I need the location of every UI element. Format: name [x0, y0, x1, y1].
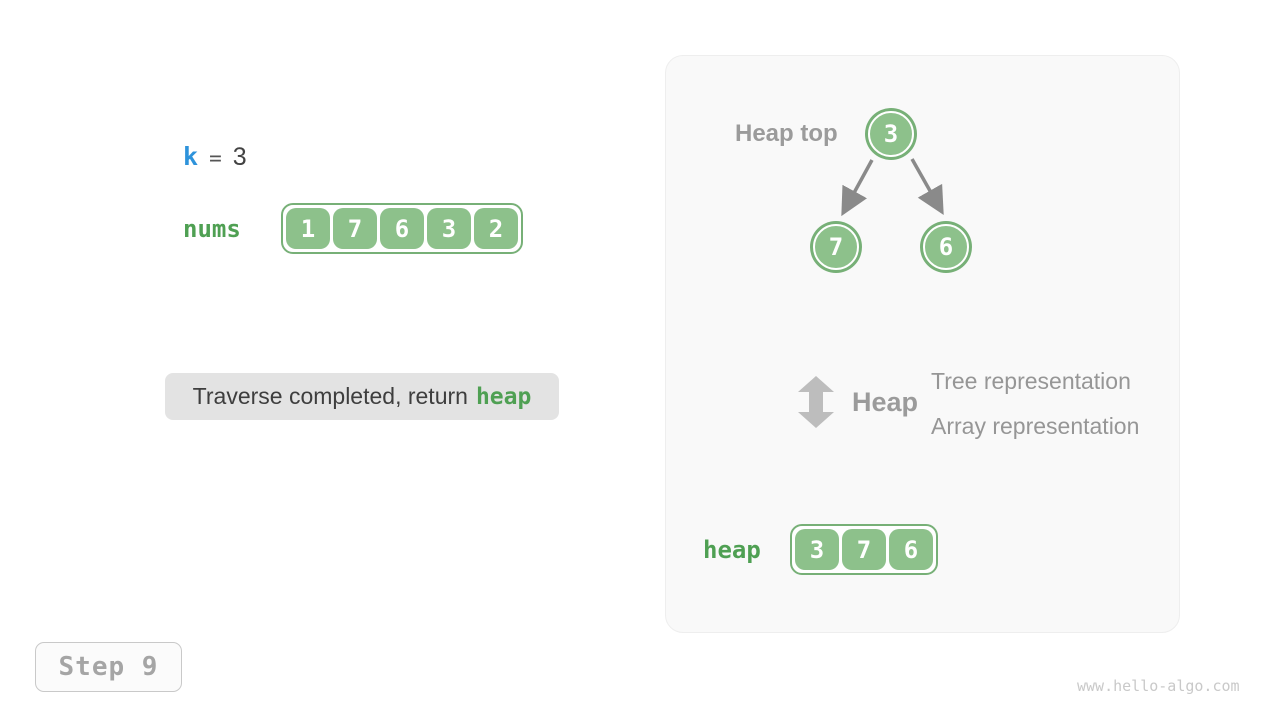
variable-k-line: k = 3 — [183, 142, 247, 172]
nums-label: nums — [183, 215, 241, 243]
heap-array: 3 7 6 — [790, 524, 938, 575]
variable-value: 3 — [232, 143, 247, 171]
legend-array-representation: Array representation — [931, 413, 1140, 439]
nums-cell: 1 — [286, 208, 330, 249]
step-badge: Step 9 — [35, 642, 182, 692]
variable-name: k — [183, 142, 199, 171]
equals-sign: = — [209, 146, 222, 170]
nums-cell: 7 — [333, 208, 377, 249]
website-url: www.hello-algo.com — [1077, 677, 1240, 695]
heap-cell: 6 — [889, 529, 933, 570]
nums-cell: 2 — [474, 208, 518, 249]
heap-cell: 7 — [842, 529, 886, 570]
nums-cell: 3 — [427, 208, 471, 249]
tree-node-right-child: 6 — [923, 224, 969, 270]
heap-top-label: Heap top — [735, 120, 838, 147]
tree-node-left-child: 7 — [813, 224, 859, 270]
nums-cell: 6 — [380, 208, 424, 249]
heap-cell: 3 — [795, 529, 839, 570]
nums-array: 1 7 6 3 2 — [281, 203, 523, 254]
tree-node-root: 3 — [868, 111, 914, 157]
status-message-highlight: heap — [475, 383, 532, 410]
status-message: Traverse completed, return heap — [165, 373, 559, 420]
status-message-text: Traverse completed, return — [192, 383, 468, 409]
legend-tree-representation: Tree representation — [931, 368, 1131, 394]
legend-title: Heap — [852, 387, 919, 417]
up-down-arrow-icon — [798, 376, 834, 428]
heap-label: heap — [703, 536, 761, 564]
